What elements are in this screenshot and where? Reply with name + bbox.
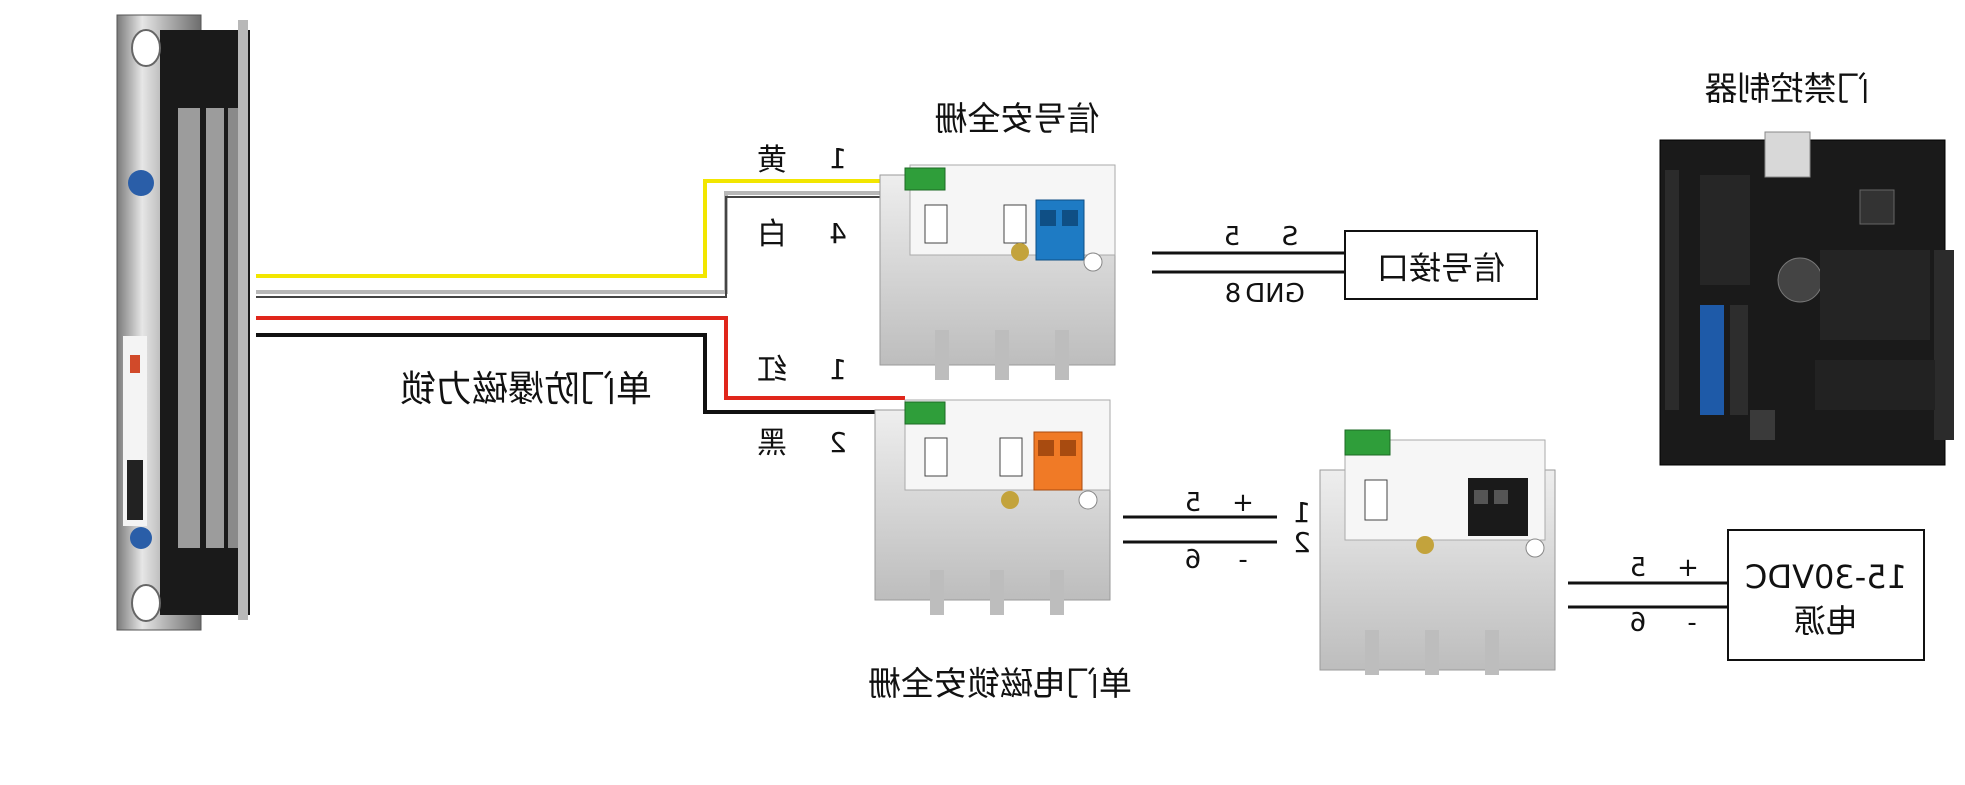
power-supply-line2: 电源 — [1794, 602, 1858, 640]
barrier-plus-sign: + — [1232, 488, 1254, 518]
wire-color-yellow: 黄 — [757, 143, 787, 178]
wire-color-white: 白 — [757, 217, 787, 252]
signal-barrier-title: 信号安全栅 — [935, 99, 1100, 138]
diagram-labels: 信号安全栅 单门电磁锁安全栅 门禁控制器 单门防爆磁力锁 信号接口 15-30V… — [400, 69, 1907, 703]
barrier-minus-target: 2 — [1293, 526, 1311, 559]
power-supply-box — [1727, 529, 1925, 661]
power-plus-terminal: 5 — [1630, 553, 1647, 583]
lock-wires — [256, 179, 905, 414]
barrier-plus-target: 1 — [1293, 496, 1311, 529]
wire-terminal-yellow: 1 — [829, 142, 847, 175]
barrier-minus-sign: - — [1238, 545, 1247, 575]
signal-interface-label: 信号接口 — [1377, 249, 1505, 287]
signal-s-terminal: 5 — [1224, 222, 1241, 252]
signal-gnd-terminal: 8 — [1225, 279, 1242, 309]
power-minus-sign: - — [1687, 608, 1696, 638]
controller-title: 门禁控制器 — [1705, 69, 1870, 108]
signal-s-label: S — [1282, 222, 1299, 252]
barrier-minus-terminal: 6 — [1185, 545, 1202, 575]
magnetic-lock — [116, 14, 250, 631]
signal-interface-wires — [1152, 251, 1345, 274]
barrier-plus-terminal: 5 — [1185, 488, 1202, 518]
wire-terminal-red: 1 — [829, 353, 847, 386]
power-module — [1319, 429, 1556, 675]
power-supply-wires — [1568, 581, 1728, 609]
signal-interface-box — [1344, 230, 1538, 300]
wire-terminal-white: 4 — [829, 217, 847, 250]
power-minus-terminal: 6 — [1630, 608, 1647, 638]
wire-color-black: 黑 — [757, 426, 787, 461]
power-plus-sign: + — [1677, 553, 1699, 583]
lock-barrier-module — [874, 399, 1111, 615]
barrier-output-wires — [1123, 515, 1277, 544]
lock-barrier-title: 单门电磁锁安全栅 — [868, 664, 1132, 703]
lock-name: 单门防爆磁力锁 — [400, 369, 652, 410]
signal-barrier-module — [879, 164, 1116, 380]
wire-terminal-black: 2 — [829, 426, 847, 459]
signal-gnd-label: GND — [1245, 279, 1305, 309]
power-supply-line1: 15-30VDC — [1745, 558, 1907, 596]
access-controller-board — [1659, 131, 1954, 466]
wire-color-red: 红 — [757, 353, 787, 388]
